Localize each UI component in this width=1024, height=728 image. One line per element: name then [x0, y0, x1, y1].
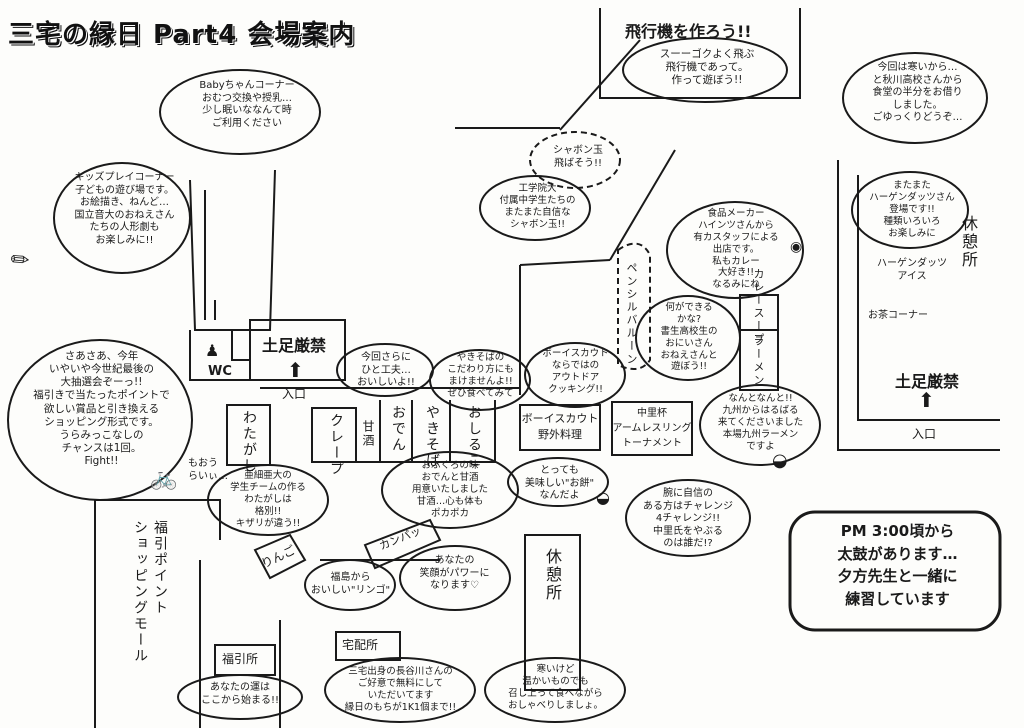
toilet-person-icon: ♟	[205, 341, 220, 360]
notice-text: PM 3:00頃から 太鼓があります… 夕方先生と一緒に 練習しています	[837, 522, 958, 608]
bubble-rest: 寒いけど 温かいものでも 召し上って食べながら おしゃべりしましょ。	[507, 664, 603, 711]
label-curry-soup: カレースープ	[752, 268, 765, 346]
label-scout-cooking: ボーイスカウト 野外料理	[521, 412, 599, 441]
label-armwrestling: 中里杯 アームレスリング トーナメント	[612, 408, 692, 449]
label-cafeteria-rest: 休憩所	[959, 215, 978, 269]
pencil-balloon-area	[617, 242, 651, 370]
bubble-lottery: さあさあ、今年 いやいや今世紀最後の 大抽選会ぞーっ!! 福引きで当たったポイン…	[33, 350, 170, 467]
label-fukubiki-mall: 福引ポイント ショッピングモール	[132, 520, 168, 664]
bubble-kids-corner: キッズプレイコーナー 子どもの遊び場です。 お絵描き、ねんど… 国立音大のおねえ…	[74, 172, 175, 246]
ringo-booth	[253, 533, 307, 580]
bubble-haagen: またまた ハーゲンダッツさん 登場です!! 種類いろいろ お楽しみに	[869, 180, 955, 239]
label-tea-corner: お茶コーナー	[868, 310, 928, 321]
bowl-icon: ◒	[596, 488, 610, 507]
fukubiki-booth	[214, 644, 276, 676]
bubble-fukubiki: あなたの運は ここから始まる!!	[200, 682, 280, 706]
lottery-aside: もおう らいぃ…	[188, 458, 228, 482]
scout-booth	[519, 404, 601, 451]
cafeteria-outline	[837, 160, 1000, 451]
notice-box	[788, 510, 1002, 632]
lollipop-icon: ◉	[790, 239, 803, 255]
label-entrance-2: 入口	[912, 427, 937, 441]
label-wataame: わたがし	[241, 410, 257, 474]
curry-ramen-booth	[739, 294, 779, 391]
bubble-shabon: シャボン玉 飛ばそう!!	[553, 145, 603, 169]
kids-room-outline	[189, 169, 276, 331]
bubble-yakisoba: やきそばの こだわり方にも まけませんよ!! ぜひ食べてみて	[447, 352, 514, 399]
label-wc: WC	[208, 364, 232, 379]
airplane-zone	[599, 8, 801, 99]
label-amazake: 甘酒	[361, 420, 375, 448]
bubble-airplane: スーーゴクよく飛ぶ 飛行機であって。 作って遊ぼう!!	[659, 48, 755, 87]
armwrestling-booth	[611, 401, 693, 456]
bicycle-icon: 🚲	[150, 466, 178, 491]
label-haagen-dazs: ハーゲンダッツ アイス	[877, 258, 947, 282]
label-yakisoba: やきそば	[424, 405, 440, 469]
rest-area-booth	[524, 534, 581, 691]
bubble-baby-corner: Babyちゃんコーナー おむつ交換や授乳… 少し眠いななんて時 ご利用ください	[199, 80, 295, 129]
label-rest-main: 休憩所	[543, 548, 562, 602]
label-takuhai-booth: 宅配所	[342, 638, 379, 652]
bubble-scout: ボーイスカウト ならではの アウトドア クッキング!!	[542, 348, 609, 395]
label-crepe: クレープ	[328, 413, 344, 477]
bubble-armwrestle: 腕に自信の ある方はチャレンジ 4チャレンジ!! 中里氏をやぶる のは誰だ!?	[643, 488, 733, 549]
label-shoes-off-2: 土足厳禁	[895, 372, 960, 391]
oshiruko-booth	[449, 400, 496, 463]
label-pencil-balloon: ペンシルバルーン	[625, 262, 638, 366]
bubble-kougakuin: 工学院大 付属中学生たちの またまた自信な シャボン玉!!	[499, 183, 576, 230]
shoes-off-zone-1	[249, 319, 346, 381]
airplane-title: 飛行機を作ろう!!	[625, 22, 752, 41]
bubble-curry-info: 食品メーカー ハインツさんから 有カスタッフによる 出店です。 私もカレー 大好…	[693, 208, 779, 291]
entrance-arrow-icon: ⬆	[287, 358, 304, 382]
bubble-ramen: なんとなんと!! 九州からはるばる 来てくださいました 本場九州ラーメン ですよ	[717, 393, 804, 452]
bubble-wataame: 亜細亜大の 学生チームの作る わたがしは 格別!! キザリが違う!!	[230, 470, 306, 529]
bubble-ringo: 福島から おいしい"リンゴ"	[310, 572, 391, 596]
label-ramen: ラーメン	[752, 335, 765, 387]
bubble-takuhai: 三宅出身の長谷川さんの ご好意で無料にして いただいてます 縁日のもちが1K1個…	[344, 666, 457, 713]
bubble-oden: おふくろの味 おでんと甘酒 用意いたしました 甘酒…心も体も ポカポカ	[411, 460, 488, 519]
takuhai-booth	[335, 631, 401, 661]
map-title: 三宅の縁日 Part4 会場案内	[8, 20, 356, 50]
entrance-arrow-icon: ⬆	[918, 388, 935, 412]
bubble-balloon: 何ができる かな? 書生高校生の おにいさん おねえさんと 遊ぼう!!	[660, 302, 718, 373]
bubble-kanpa: あなたの 笑顔がパワーに なります♡	[419, 555, 490, 591]
label-entrance-1: 入口	[282, 387, 307, 401]
bubble-omochi: とっても 美味しい"お餅" なんだよ	[524, 465, 595, 501]
label-oden: おでん	[390, 405, 406, 453]
bubble-crepe: 今回さらに ひと工夫… おいしいよ!!	[357, 352, 415, 388]
label-shoes-off-1: 土足厳禁	[262, 336, 327, 355]
bubble-cafeteria: 今回は寒いから… と秋川高校さんから 食堂の半分をお借り しました。 ごゆっくり…	[872, 62, 963, 123]
label-fukubiki-booth: 福引所	[222, 652, 259, 666]
bowl-icon: ◒	[772, 450, 788, 471]
label-oshiruko: おしるこ	[466, 405, 482, 469]
